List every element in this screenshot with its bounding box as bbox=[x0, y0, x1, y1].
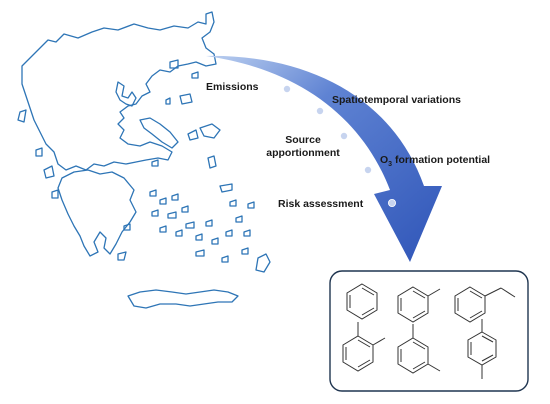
label-emissions: Emissions bbox=[206, 81, 259, 93]
label-risk-assessment: Risk assessment bbox=[278, 198, 364, 210]
ethylbenzene-structure bbox=[454, 286, 516, 323]
label-source-line2: apportionment bbox=[266, 147, 340, 159]
dot-risk bbox=[387, 198, 396, 207]
label-source-apportionment: Source apportionment bbox=[266, 134, 340, 160]
dot-source bbox=[339, 131, 348, 140]
m-xylene-structure bbox=[397, 324, 441, 374]
o-xylene-structure bbox=[342, 322, 386, 372]
o3-prefix: O bbox=[380, 154, 389, 166]
process-arrow bbox=[206, 55, 442, 262]
label-spatiotemporal-variations: Spatiotemporal variations bbox=[332, 94, 461, 106]
label-source-line1: Source bbox=[285, 134, 321, 146]
toluene-structure bbox=[397, 286, 441, 323]
molecules bbox=[342, 283, 516, 379]
p-xylene-structure bbox=[467, 319, 497, 379]
greece-map bbox=[17, 11, 271, 309]
o3-suffix: formation potential bbox=[392, 154, 491, 166]
benzene-structure bbox=[346, 283, 378, 320]
dot-spatiotemporal bbox=[315, 107, 324, 116]
molecule-box bbox=[329, 270, 529, 392]
dot-emissions bbox=[282, 85, 291, 94]
dot-o3 bbox=[363, 165, 372, 174]
o3-subscript: 3 bbox=[388, 161, 393, 169]
arrow-dots bbox=[282, 85, 396, 207]
label-o3-formation-potential: O3 formation potential bbox=[380, 154, 491, 169]
